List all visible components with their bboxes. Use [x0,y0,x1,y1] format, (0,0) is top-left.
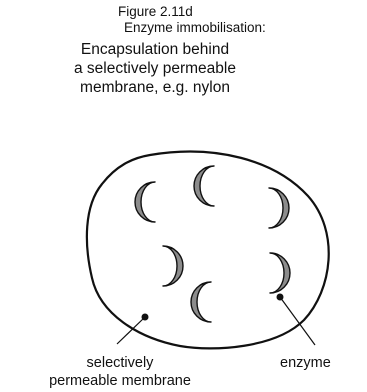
enzyme-crescent-3 [269,188,289,228]
enzyme-crescent-5 [270,253,290,293]
enzyme-crescent-2 [194,166,214,206]
membrane-pointer [117,314,149,345]
enzyme-label: enzyme [280,354,331,372]
membrane-outline [87,152,329,349]
enzyme-pointer [277,294,316,346]
enzyme-crescent-1 [135,182,155,222]
enzyme-crescent-6 [191,282,211,322]
enzyme-crescent-4 [163,246,183,286]
membrane-label-line-1: selectively [40,354,200,372]
enzymes [129,166,290,322]
membrane-label-line-2: permeable membrane [40,372,200,390]
